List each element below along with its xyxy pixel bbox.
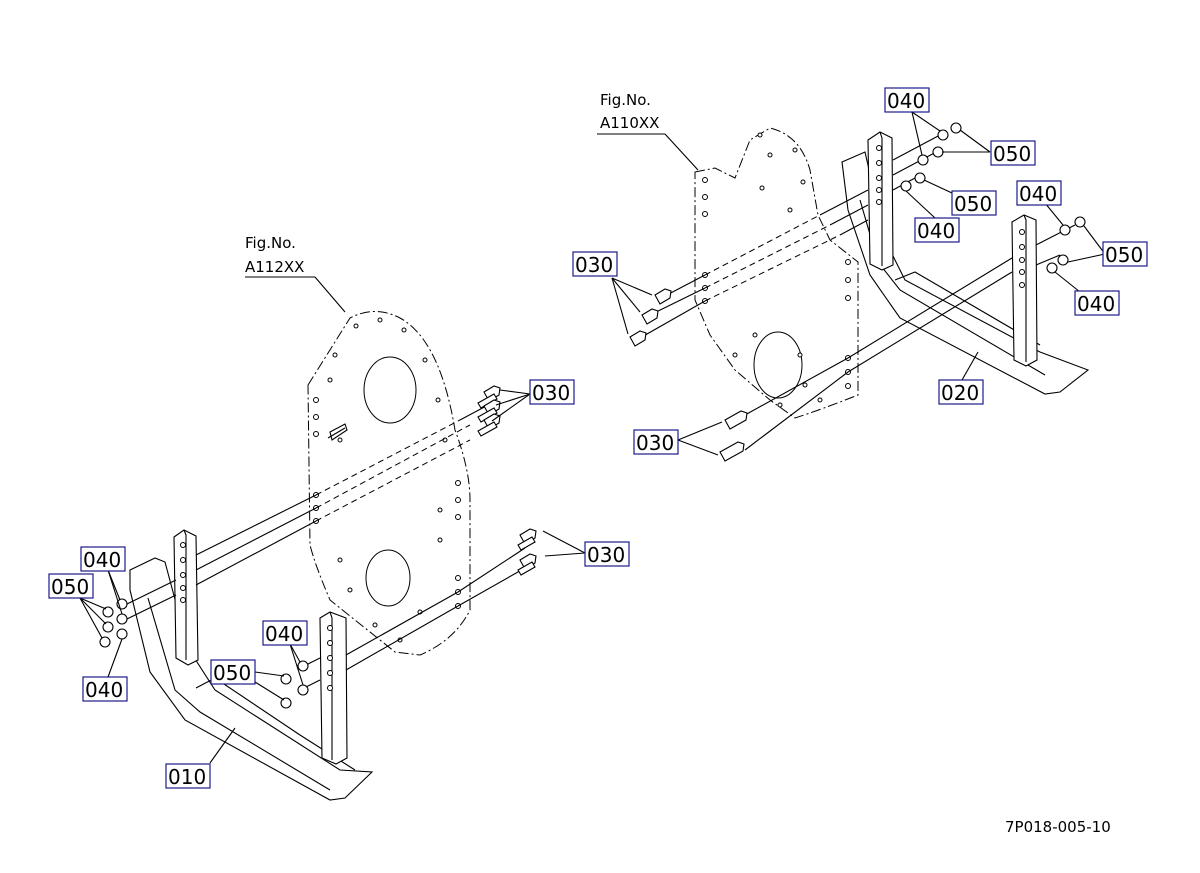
right-bolt-lines	[639, 134, 1076, 451]
svg-text:040: 040	[917, 219, 955, 243]
fig-ref-right-line1: Fig.No.	[600, 91, 651, 109]
plate-a110xx	[694, 127, 859, 419]
svg-text:050: 050	[1105, 243, 1143, 267]
svg-text:020: 020	[941, 381, 979, 405]
callout-040-left-c[interactable]: 040	[262, 620, 308, 646]
svg-text:050: 050	[213, 661, 251, 685]
svg-text:030: 030	[587, 543, 625, 567]
callout-050-right-b[interactable]: 050	[951, 190, 997, 216]
frame-010	[129, 529, 374, 801]
right-fasteners	[629, 122, 1086, 462]
left-assembly	[99, 311, 537, 801]
callout-040-right-a[interactable]: 040	[884, 87, 930, 113]
callout-040-right-b[interactable]: 040	[914, 217, 960, 243]
callout-050-right-a[interactable]: 050	[990, 140, 1036, 166]
callout-030-left-top[interactable]: 030	[529, 379, 575, 405]
frame-020	[841, 131, 1090, 395]
callout-030-right-top[interactable]: 030	[572, 251, 618, 277]
svg-text:040: 040	[85, 678, 123, 702]
svg-text:010: 010	[168, 765, 206, 789]
svg-text:040: 040	[83, 548, 121, 572]
right-assembly	[629, 122, 1090, 462]
callout-040-right-d[interactable]: 040	[1074, 290, 1120, 316]
plate-bore	[753, 331, 803, 399]
callout-030-left-bottom[interactable]: 030	[584, 541, 630, 567]
plate-lower-bore	[365, 549, 411, 607]
callout-030-right-bottom[interactable]: 030	[633, 429, 679, 455]
left-fasteners	[99, 385, 537, 709]
svg-text:050: 050	[993, 142, 1031, 166]
callout-040-right-c[interactable]: 040	[1016, 180, 1062, 206]
callout-040-left-b[interactable]: 040	[82, 676, 128, 702]
svg-text:030: 030	[575, 253, 613, 277]
svg-text:030: 030	[532, 381, 570, 405]
callout-050-left-b[interactable]: 050	[210, 659, 256, 685]
figure-ref-right: Fig.No. A110XX	[600, 91, 659, 132]
callouts: 030 030 040 050 040 040 050 010 030 030 …	[48, 87, 1148, 789]
figure-ref-left: Fig.No. A112XX	[245, 234, 304, 276]
callout-050-right-c[interactable]: 050	[1102, 241, 1148, 267]
plate-bolt-holes	[313, 317, 461, 643]
plate-upper-bore	[363, 356, 417, 424]
callout-010[interactable]: 010	[165, 763, 211, 789]
callout-040-left-a[interactable]: 040	[80, 546, 126, 572]
plate-stud	[327, 423, 348, 441]
callout-020[interactable]: 020	[938, 379, 984, 405]
svg-text:040: 040	[265, 622, 303, 646]
plate-a112xx	[307, 311, 471, 656]
svg-text:050: 050	[954, 192, 992, 216]
drawing-code: 7P018-005-10	[1005, 818, 1111, 836]
fig-ref-right-line2: A110XX	[600, 114, 659, 132]
svg-text:050: 050	[51, 575, 89, 599]
leader-lines	[79, 111, 1106, 764]
fig-ref-left-line2: A112XX	[245, 258, 304, 276]
svg-text:030: 030	[636, 431, 674, 455]
svg-text:040: 040	[1077, 292, 1115, 316]
svg-text:040: 040	[1019, 182, 1057, 206]
svg-text:040: 040	[887, 89, 925, 113]
callout-050-left-a[interactable]: 050	[48, 573, 94, 599]
fig-ref-left-line1: Fig.No.	[245, 234, 296, 252]
